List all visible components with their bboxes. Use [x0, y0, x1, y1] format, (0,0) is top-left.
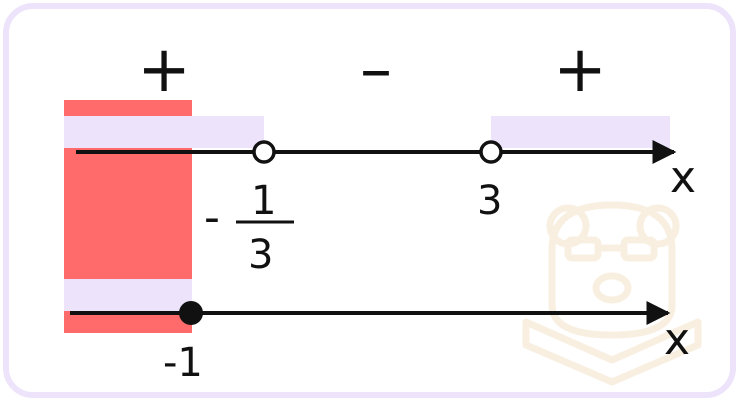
bottom-axis-variable: x	[664, 314, 690, 365]
solution-shade-band-bottom	[64, 279, 192, 311]
fraction-denominator: 3	[248, 232, 273, 278]
fraction-sign: -	[204, 192, 220, 243]
solution-shade-band-top	[64, 116, 192, 148]
point-three	[479, 140, 503, 164]
interval-sign-1: +	[137, 33, 191, 107]
top-axis-variable: x	[670, 152, 696, 203]
label-minus-one: -1	[163, 340, 203, 386]
label-minus-one-third: - 1 3	[204, 178, 294, 278]
interval-sign-2: –	[360, 33, 392, 107]
interval-shade-right	[491, 116, 670, 148]
point-minus-one-third	[252, 140, 276, 164]
point-minus-one	[179, 301, 203, 325]
bear-mascot-icon	[522, 201, 702, 386]
fraction-numerator: 1	[251, 178, 276, 224]
label-three: 3	[477, 178, 502, 224]
interval-sign-3: +	[553, 33, 607, 107]
